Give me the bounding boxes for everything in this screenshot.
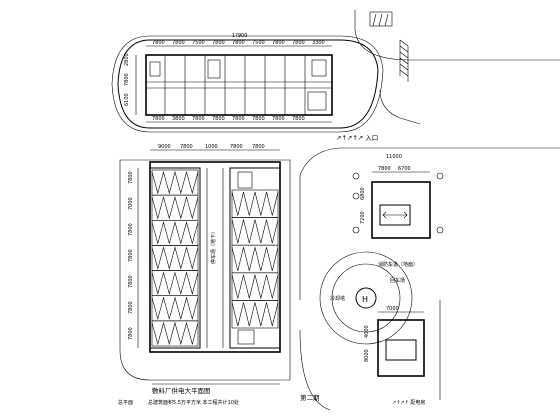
mid-center-label: 停车场（地下） <box>210 229 217 264</box>
helipad-circle: H 冷却塔 <box>319 251 413 345</box>
top-dim-5: 7800 <box>232 40 245 46</box>
left-dim-1: 2800 <box>124 53 130 66</box>
parking-bay <box>231 189 279 218</box>
bottom-dim-6: 7800 <box>252 116 265 122</box>
cold-pit-label: 冷却塔 <box>330 295 345 302</box>
plan-title: 敷料厂供电大平面图 <box>152 386 211 395</box>
mid-left-dim-7: 7800 <box>128 327 134 340</box>
top-dim-6: 7500 <box>252 40 265 46</box>
right-lower-building: 7000 4000 8000 <box>299 300 441 411</box>
parking-bay <box>231 244 279 274</box>
parking-bay-hatch <box>151 221 199 245</box>
top-dim-8: 7800 <box>292 40 305 46</box>
top-right-road <box>354 10 560 125</box>
top-building-gridlines <box>164 55 306 115</box>
mid-left-dim-3: 7800 <box>128 223 134 236</box>
top-building: 1?900 7800 7800 7500 7800 7800 7500 7800… <box>111 33 384 142</box>
right-top-dim-2: 6700 <box>398 166 411 172</box>
parking-bay-hatch <box>231 302 279 327</box>
right-upper-building: 7800 6700 11000 6800 7200 消防车道（地面） 回车场 <box>299 147 560 300</box>
left-dim-2: 7800 <box>124 73 130 86</box>
parking-bay-hatch <box>151 296 199 321</box>
mid-left-dim-1: 7800 <box>128 171 134 184</box>
parking-bay <box>151 245 199 271</box>
right-bottom-side-1: 4000 <box>364 325 370 338</box>
top-dim-3: 7500 <box>192 40 205 46</box>
mid-top-dim-5: 7800 <box>252 144 265 150</box>
bottom-dim-4: 7800 <box>212 116 225 122</box>
parking-bay-hatch <box>231 191 279 216</box>
top-dim-4: 7800 <box>212 40 225 46</box>
leftbottom-label: 总平面 <box>118 399 133 406</box>
top-dim-1: 7800 <box>152 40 165 46</box>
plan-note-line1: 总建筑面积5.5万平方米 本工程共计10处 <box>148 399 239 406</box>
parking-bay <box>151 219 199 246</box>
bottom-dim-3: 7800 <box>192 116 205 122</box>
helipad-symbol: H <box>362 295 368 304</box>
right-bottom-side-2: 8000 <box>364 349 370 362</box>
right-top-dim-3: 11000 <box>386 154 402 160</box>
mid-left-dim-4: 7800 <box>128 249 134 262</box>
parking-bay <box>231 272 279 301</box>
mid-top-dim-3: 1000 <box>205 144 218 150</box>
mid-left-dim-5: 7800 <box>128 275 134 288</box>
parking-bay <box>151 295 199 322</box>
bottom-dim-7: 7800 <box>272 116 285 122</box>
parking-bay-hatch <box>231 219 279 244</box>
parking-bay-hatch <box>151 170 199 195</box>
mid-top-dim-1: 9000 <box>158 144 171 150</box>
middle-building: 停车场（地下） 9000 7800 1000 7800 7800 7800 70… <box>119 144 291 381</box>
right-side-dim-2: 7200 <box>360 211 366 224</box>
bottom-dim-2: 3800 <box>172 116 185 122</box>
parking-bay-hatch <box>151 246 199 270</box>
bottom-notes: 敷料厂供电大平面图 总建筑面积5.5万平方米 本工程共计10处 总平面 第二期 … <box>118 383 425 406</box>
mid-left-dim-2: 7000 <box>128 197 134 210</box>
entrance-label: ↗↑↗↑↗ 入口 <box>336 134 378 142</box>
right-side-dim-1: 6800 <box>360 187 366 200</box>
right-top-dim-1: 7800 <box>378 166 391 172</box>
top-dim-7: 7800 <box>272 40 285 46</box>
top-dim-total: 1?900 <box>232 33 247 39</box>
mid-top-dim-4: 7800 <box>230 144 243 150</box>
top-dim-9: 3300 <box>312 40 325 46</box>
bottom-dim-8: 7800 <box>292 116 305 122</box>
parking-bay <box>151 270 199 297</box>
right-note-a: 消防车道（地面） <box>378 261 418 268</box>
right-bottom-dim-1: 7000 <box>386 306 399 312</box>
bottom-dim-5: 7800 <box>232 116 245 122</box>
left-dim-3: 6100 <box>124 93 130 106</box>
right-note-b: 回车场 <box>390 277 405 284</box>
mid-left-dim-6: 7800 <box>128 301 134 314</box>
mid-top-dim-2: 7800 <box>180 144 193 150</box>
bottom-right-note: ↗↑↗↑ 配电房 <box>392 399 425 406</box>
parking-bay-hatch <box>151 271 199 295</box>
parking-bay <box>151 320 199 347</box>
parking-bays-left <box>151 169 199 347</box>
parking-bay <box>231 217 279 246</box>
parking-bay-hatch <box>231 274 279 299</box>
parking-bays-right <box>231 189 279 329</box>
parking-bay-hatch <box>151 195 199 220</box>
bottom-dim-1: 7800 <box>152 116 165 122</box>
parking-bay <box>231 300 279 329</box>
top-dim-2: 7800 <box>172 40 185 46</box>
parking-bay-hatch <box>151 321 199 346</box>
parking-bay <box>151 169 199 196</box>
bottom-center-note: 第二期 <box>300 393 320 402</box>
parking-bay-hatch <box>231 247 279 271</box>
parking-bay <box>151 194 199 221</box>
